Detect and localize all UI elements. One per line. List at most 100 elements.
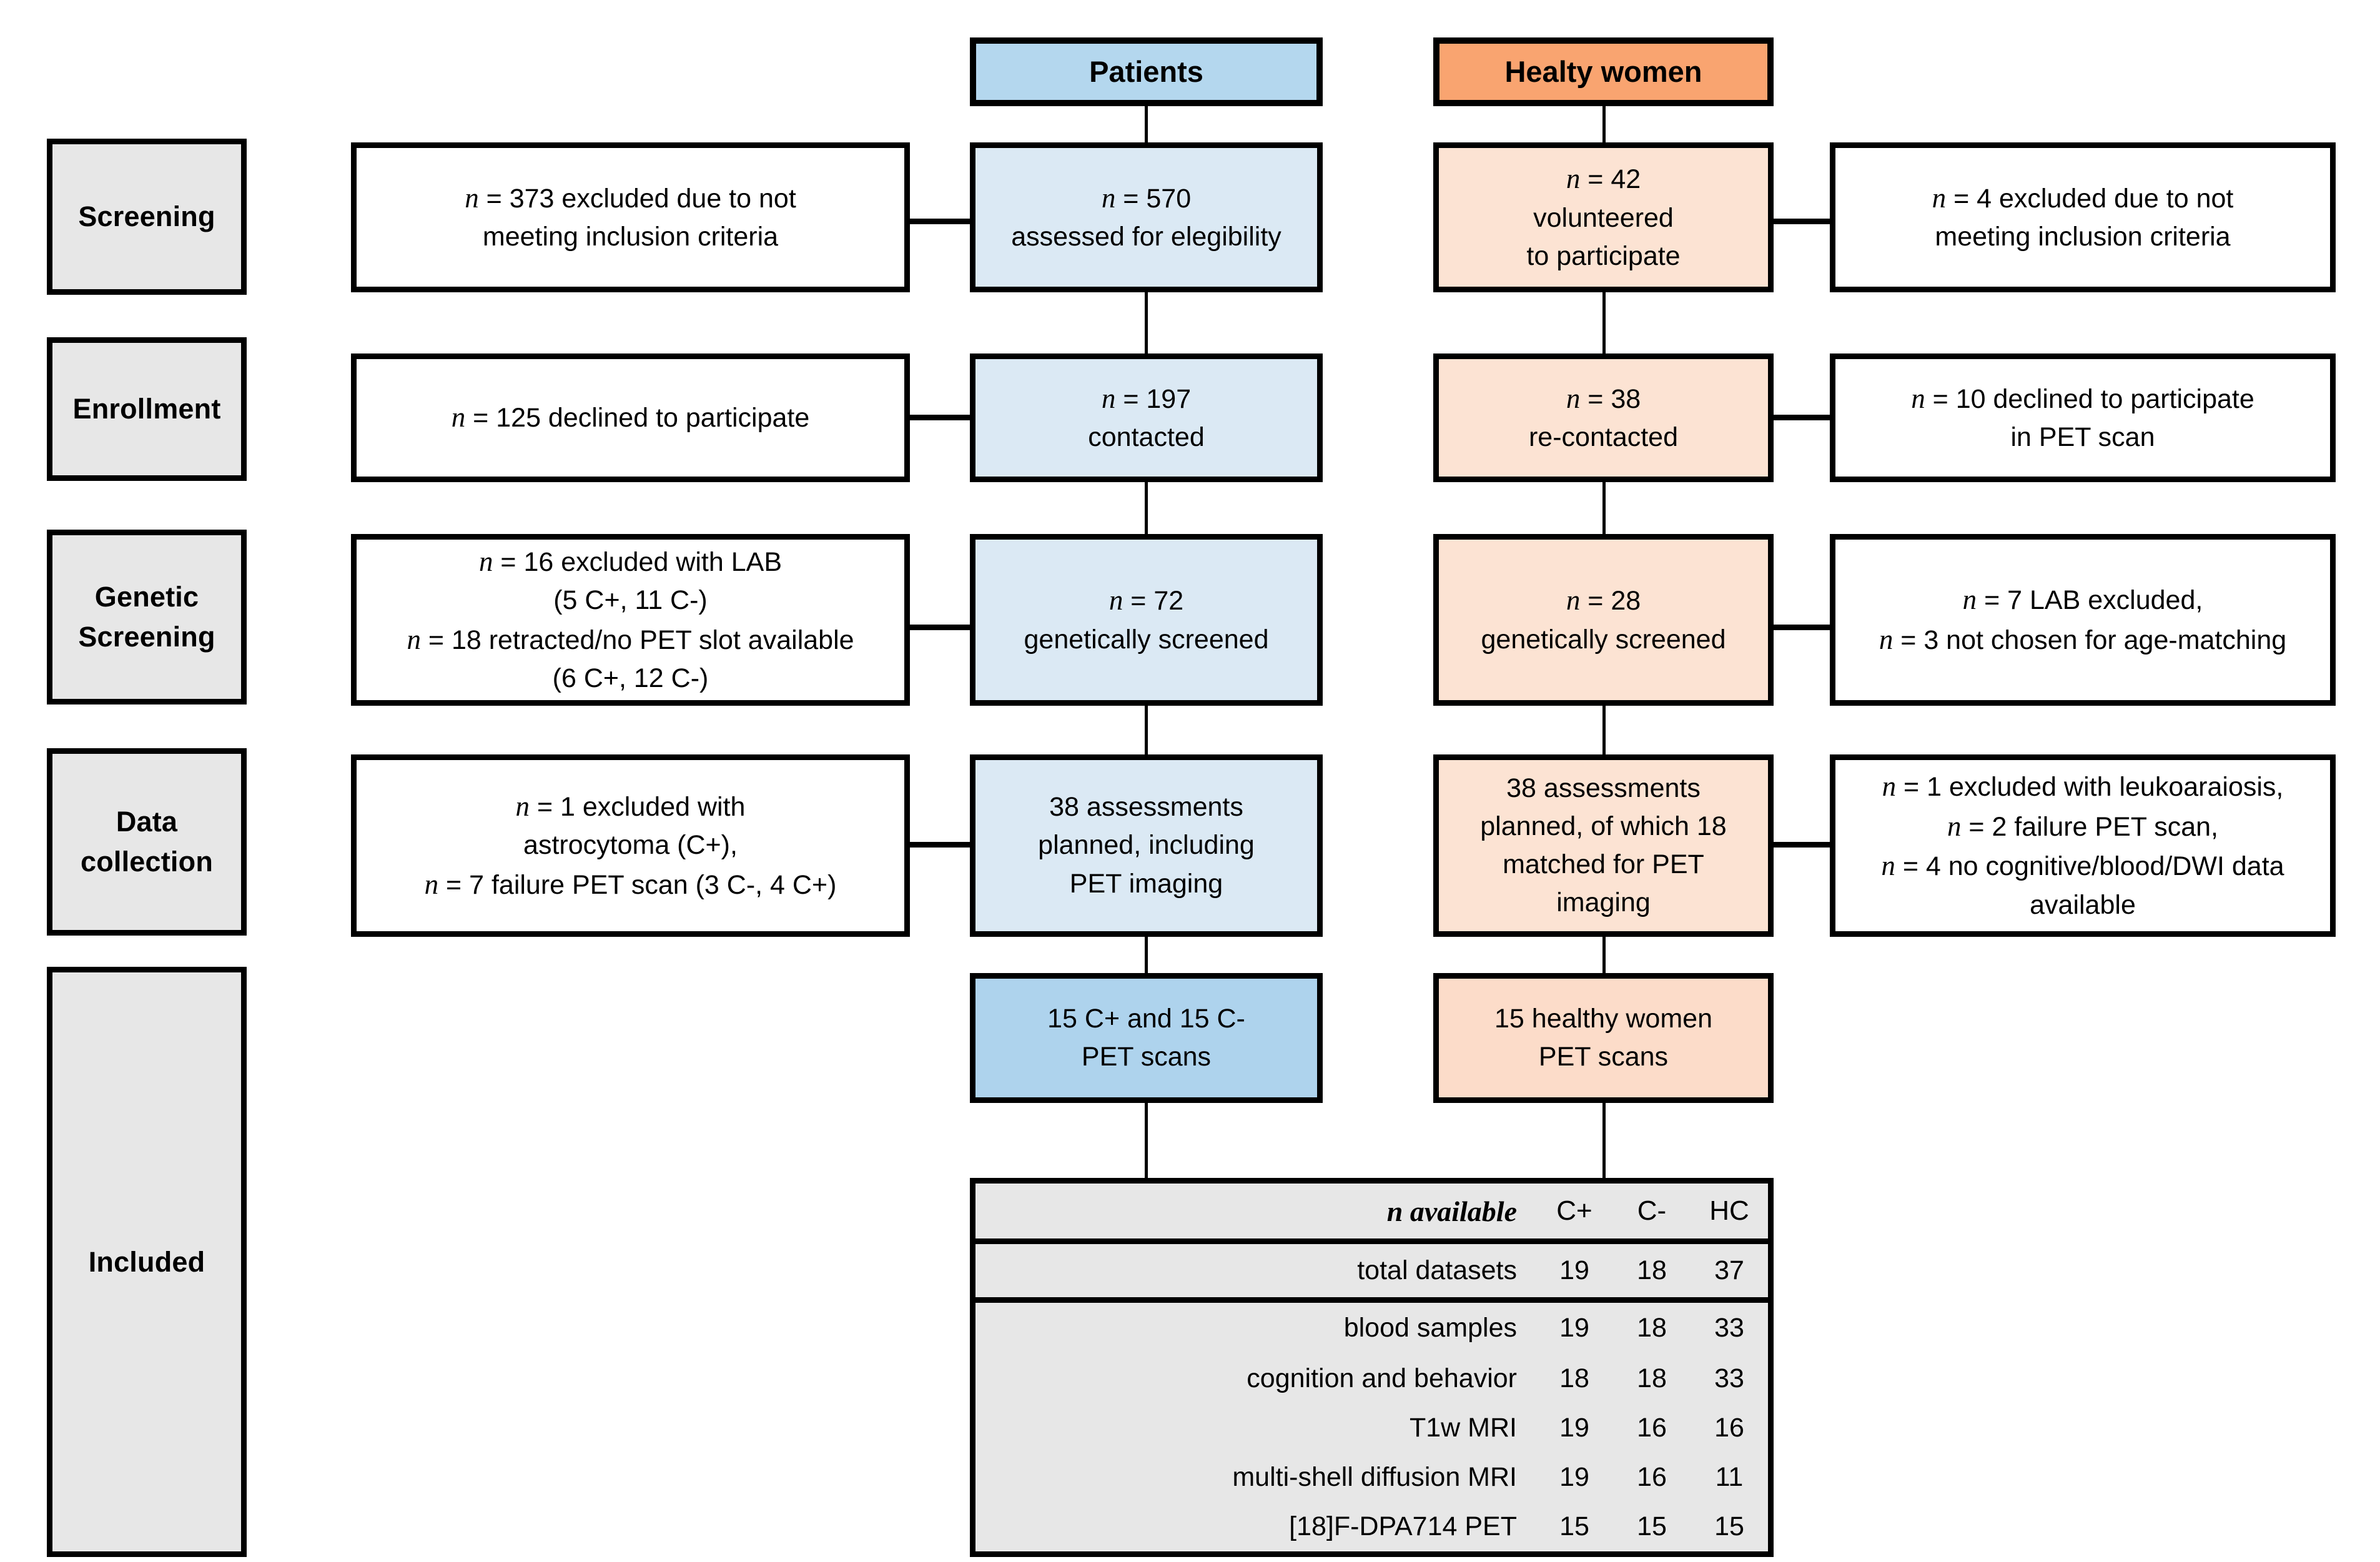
flow-box-healthy-pet-text: 15 healthy women PET scans [1494, 1003, 1712, 1072]
flow-box-healthy-pet: 15 healthy women PET scans [1433, 973, 1774, 1103]
stage-label-genetic-screening-text: Genetic Screening [78, 581, 215, 653]
exclusion-box-healthy-screening-text: n = 4 excluded due to not meeting inclus… [1932, 182, 2234, 252]
cell-diffusion-mri-hc: 11 [1715, 1461, 1744, 1492]
connector-healthy-enrollment-to-genetic [1602, 482, 1606, 543]
row-label-dpa714-pet: [18]F-DPA714 PET [1289, 1511, 1517, 1541]
flow-box-patients-screening-text: n = 570 assessed for elegibility [1011, 182, 1281, 252]
flow-box-patients-pet-text: 15 C+ and 15 C- PET scans [1047, 1003, 1245, 1072]
cell-t1w-mri-cminus: 16 [1637, 1412, 1667, 1443]
cell-dpa714-pet-cminus: 15 [1637, 1511, 1667, 1541]
cell-diffusion-mri-cminus: 16 [1637, 1461, 1667, 1492]
connector-excl-healthy-enrollment [1771, 415, 1834, 420]
connector-patients-header-to-screening [1145, 105, 1148, 142]
stage-label-genetic-screening: Genetic Screening [47, 530, 247, 704]
cell-cognition-cplus: 18 [1559, 1363, 1589, 1393]
stage-label-included-text: Included [88, 1245, 205, 1278]
connector-excl-healthy-genetic [1771, 625, 1834, 630]
flow-box-patients-genetic-text: n = 72 genetically screened [1024, 585, 1269, 655]
connector-excl-healthy-screening [1771, 219, 1834, 224]
exclusion-box-healthy-genetic: n = 7 LAB excluded, n = 3 not chosen for… [1830, 534, 2336, 706]
table-row: T1w MRI 19 16 16 [975, 1403, 1768, 1453]
connector-excl-patients-datacoll [909, 842, 970, 848]
cell-t1w-mri-cplus: 19 [1559, 1412, 1589, 1443]
stage-label-data-collection: Data collection [47, 748, 247, 936]
summary-table-grid: n available C+ C- HC total datasets 19 1… [975, 1184, 1768, 1551]
flow-box-patients-enrollment-text: n = 197 contacted [1088, 382, 1205, 453]
cell-total-datasets-cminus: 18 [1613, 1241, 1691, 1303]
flow-box-patients-pet: 15 C+ and 15 C- PET scans [970, 973, 1323, 1103]
exclusion-box-patients-screening: n = 373 excluded due to not meeting incl… [351, 142, 910, 292]
cell-diffusion-mri-cplus: 19 [1559, 1461, 1589, 1492]
stage-label-enrollment-text: Enrollment [72, 393, 221, 425]
connector-healthy-screening-to-enrollment [1602, 292, 1606, 353]
exclusion-box-healthy-datacoll-text: n = 1 excluded with leukoaraiosis, n = 2… [1881, 770, 2284, 921]
row-label-total-datasets: total datasets [975, 1241, 1536, 1303]
summary-table-header-row: n available C+ C- HC [975, 1184, 1768, 1245]
connector-healthy-datacoll-to-pet [1602, 937, 1606, 986]
exclusion-box-patients-genetic: n = 16 excluded with LAB (5 C+, 11 C-) n… [351, 534, 910, 706]
cell-blood-samples-cplus: 19 [1559, 1313, 1589, 1343]
exclusion-box-healthy-genetic-text: n = 7 LAB excluded, n = 3 not chosen for… [1879, 583, 2287, 655]
flow-box-healthy-genetic-text: n = 28 genetically screened [1481, 585, 1726, 655]
summary-col-header-cminus: C- [1613, 1184, 1691, 1245]
summary-col-header-cplus: C+ [1536, 1184, 1613, 1245]
connector-healthy-header-to-screening [1602, 105, 1606, 142]
flow-box-patients-genetic: n = 72 genetically screened [970, 534, 1323, 706]
flow-box-healthy-datacoll: 38 assessments planned, of which 18 matc… [1433, 754, 1774, 937]
connector-patients-datacoll-to-pet [1145, 937, 1148, 986]
cell-t1w-mri-hc: 16 [1714, 1412, 1744, 1443]
connector-patients-enrollment-to-genetic [1145, 482, 1148, 543]
stage-label-screening-text: Screening [78, 200, 215, 233]
flow-box-healthy-enrollment: n = 38 re-contacted [1433, 353, 1774, 482]
exclusion-box-healthy-enrollment-text: n = 10 declined to participate in PET sc… [1911, 382, 2254, 453]
stage-label-enrollment: Enrollment [47, 337, 247, 481]
flow-box-patients-datacoll: 38 assessments planned, including PET im… [970, 754, 1323, 937]
table-row: multi-shell diffusion MRI 19 16 11 [975, 1453, 1768, 1502]
summary-col-header-hc: HC [1691, 1184, 1768, 1245]
exclusion-box-patients-enrollment: n = 125 declined to participate [351, 353, 910, 482]
cell-blood-samples-cminus: 18 [1637, 1313, 1667, 1343]
flow-box-patients-datacoll-text: 38 assessments planned, including PET im… [1038, 792, 1255, 899]
column-header-healthy-women: Healty women [1433, 37, 1774, 106]
cell-total-datasets-cplus: 19 [1536, 1241, 1613, 1303]
table-row: total datasets 19 18 37 [975, 1241, 1768, 1303]
stage-label-data-collection-text: Data collection [80, 806, 214, 877]
cell-dpa714-pet-hc: 15 [1714, 1511, 1744, 1541]
stage-label-included: Included [47, 967, 247, 1557]
flow-box-healthy-genetic: n = 28 genetically screened [1433, 534, 1774, 706]
connector-healthy-genetic-to-datacoll [1602, 706, 1606, 754]
cell-cognition-hc: 33 [1714, 1363, 1744, 1393]
exclusion-box-patients-enrollment-text: n = 125 declined to participate [451, 402, 810, 433]
flow-box-healthy-enrollment-text: n = 38 re-contacted [1528, 382, 1679, 453]
summary-col-header-label: n available [975, 1184, 1536, 1245]
exclusion-box-healthy-datacoll: n = 1 excluded with leukoaraiosis, n = 2… [1830, 754, 2336, 937]
exclusion-box-patients-screening-text: n = 373 excluded due to not meeting incl… [465, 182, 796, 252]
connector-patients-genetic-to-datacoll [1145, 706, 1148, 754]
connector-excl-patients-screening [909, 219, 970, 224]
row-label-t1w-mri: T1w MRI [1410, 1412, 1517, 1443]
flow-box-patients-screening: n = 570 assessed for elegibility [970, 142, 1323, 292]
table-row: blood samples 19 18 33 [975, 1300, 1768, 1353]
cell-total-datasets-hc: 37 [1691, 1241, 1768, 1303]
exclusion-box-patients-datacoll-text: n = 1 excluded with astrocytoma (C+), n … [424, 790, 837, 900]
cell-dpa714-pet-cplus: 15 [1559, 1511, 1589, 1541]
cell-cognition-cminus: 18 [1637, 1363, 1667, 1393]
connector-patients-screening-to-enrollment [1145, 292, 1148, 353]
flow-box-healthy-datacoll-text: 38 assessments planned, of which 18 matc… [1480, 773, 1727, 918]
connector-excl-healthy-datacoll [1771, 842, 1834, 848]
column-header-healthy-women-text: Healty women [1504, 54, 1702, 88]
column-header-patients-text: Patients [1089, 54, 1203, 88]
exclusion-box-healthy-enrollment: n = 10 declined to participate in PET sc… [1830, 353, 2336, 482]
exclusion-box-healthy-screening: n = 4 excluded due to not meeting inclus… [1830, 142, 2336, 292]
exclusion-box-patients-genetic-text: n = 16 excluded with LAB (5 C+, 11 C-) n… [407, 545, 854, 694]
flow-box-healthy-screening-text: n = 42 volunteered to participate [1526, 163, 1681, 271]
table-row: cognition and behavior 18 18 33 [975, 1354, 1768, 1403]
connector-excl-patients-enrollment [909, 415, 970, 420]
row-label-cognition-and-behavior: cognition and behavior [1247, 1363, 1517, 1393]
flow-box-patients-enrollment: n = 197 contacted [970, 353, 1323, 482]
exclusion-box-patients-datacoll: n = 1 excluded with astrocytoma (C+), n … [351, 754, 910, 937]
connector-patients-pet-to-table [1145, 1103, 1148, 1178]
connector-healthy-pet-to-table [1602, 1103, 1606, 1178]
summary-table: n available C+ C- HC total datasets 19 1… [970, 1178, 1774, 1557]
